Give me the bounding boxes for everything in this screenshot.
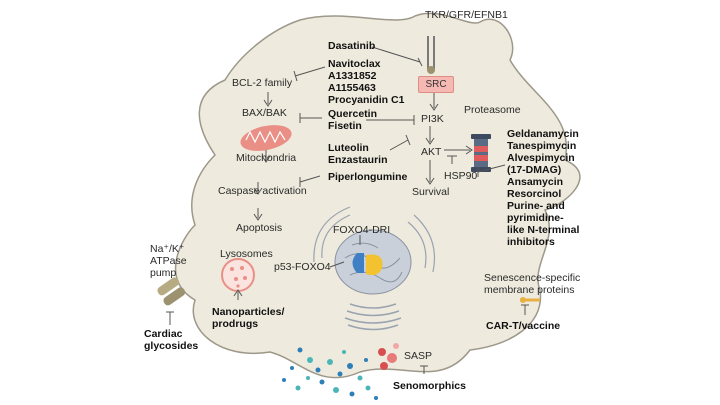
apoptosis-label: Apoptosis — [236, 222, 283, 234]
bcl2-family-label: BCL-2 family — [232, 77, 293, 89]
drug-dasatinib: Dasatinib — [328, 40, 376, 52]
bax-bak-label: BAX/BAK — [242, 107, 287, 119]
hsp90-label: HSP90 — [444, 170, 478, 182]
lysosomes-label: Lysosomes — [220, 248, 273, 260]
mitochondria-label: Mitochondria — [236, 152, 297, 164]
senescent-cell-body — [174, 12, 581, 379]
mitochondrion — [240, 125, 292, 151]
survival-label: Survival — [412, 186, 450, 198]
caspase-label: Caspase activation — [218, 185, 307, 197]
lysosome — [221, 258, 255, 292]
receptor — [427, 36, 435, 74]
foxo4-complex — [352, 253, 383, 276]
drug-car-t-vaccine: CAR-T/vaccine — [486, 320, 561, 332]
pathway-connectors — [166, 46, 529, 374]
sasp-label: SASP — [404, 350, 433, 362]
receptor-label: TKR/GFR/EFNB1 — [425, 9, 508, 21]
akt-label: AKT — [421, 146, 442, 158]
na-k-atpase-pump — [157, 277, 186, 306]
pi3k-label: PI3K — [421, 113, 444, 125]
drug-senomorphics: Senomorphics — [393, 380, 466, 392]
golgi-apparatus — [344, 303, 402, 331]
membrane-protein — [520, 297, 540, 303]
proteasome-label: Proteasome — [464, 104, 521, 116]
drug-piperlongumine: Piperlongumine — [328, 171, 408, 183]
foxo4-dri-label: FOXO4-DRI — [333, 224, 391, 236]
src-node: SRC — [418, 76, 454, 93]
endoplasmic-reticulum — [313, 206, 436, 273]
p53-foxo4-label: p53-FOXO4 — [274, 261, 331, 273]
proteasome — [471, 134, 491, 172]
sasp-particles — [282, 343, 399, 400]
drug-nanoparticles: Nanoparticles/prodrugs — [212, 306, 285, 330]
